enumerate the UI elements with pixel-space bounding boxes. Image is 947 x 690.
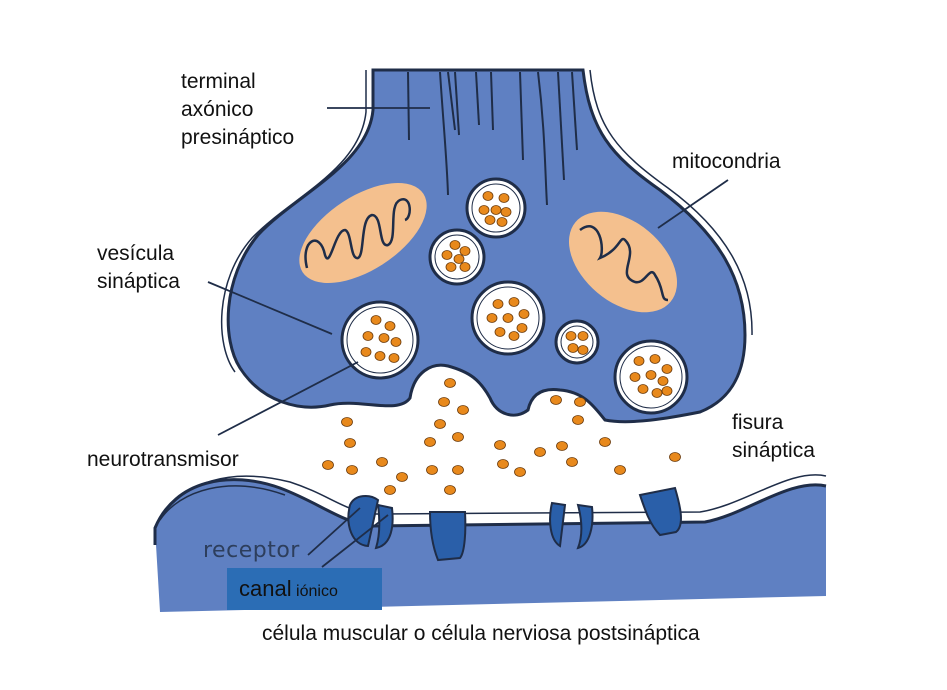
label-line: vesícula bbox=[97, 242, 175, 265]
synaptic-vesicle bbox=[465, 177, 527, 239]
synaptic-vesicle bbox=[340, 300, 420, 380]
label-line: axónico bbox=[181, 98, 254, 121]
neurotransmitter-molecule bbox=[374, 351, 386, 361]
neurotransmitter-molecule bbox=[492, 299, 504, 309]
neurotransmitter-molecule bbox=[441, 250, 453, 260]
label-line: presináptico bbox=[181, 126, 295, 149]
neurotransmitter-molecule bbox=[478, 205, 490, 215]
neurotransmitter-molecule bbox=[518, 309, 530, 319]
neurotransmitter-molecule bbox=[322, 460, 334, 470]
label-line: terminal bbox=[181, 70, 256, 93]
label-word: canal bbox=[239, 576, 292, 601]
neurotransmitter-molecule bbox=[494, 327, 506, 337]
neurotransmitter-molecule bbox=[390, 337, 402, 347]
leader-lines bbox=[207, 107, 729, 568]
neurotransmitter-molecule bbox=[444, 378, 456, 388]
neurotransmitter-molecule bbox=[565, 331, 577, 341]
neurotransmitter-molecule bbox=[657, 376, 669, 386]
label-postsynaptic-cell: célula muscular o célula nerviosa postsi… bbox=[262, 622, 700, 645]
neurotransmitter-molecule bbox=[508, 331, 520, 341]
neurotransmitter-molecule bbox=[651, 388, 663, 398]
neurotransmitter-molecule bbox=[370, 315, 382, 325]
label-line: fisura bbox=[732, 411, 784, 434]
neurotransmitter-molecule bbox=[346, 465, 358, 475]
neurotransmitter-molecule bbox=[614, 465, 626, 475]
neurotransmitter-molecule bbox=[514, 467, 526, 477]
neurotransmitter-molecule bbox=[459, 246, 471, 256]
neurotransmitter-molecule bbox=[424, 437, 436, 447]
neurotransmitter-molecule bbox=[482, 191, 494, 201]
label-synaptic-cleft: fisura sináptica bbox=[732, 409, 815, 465]
neurotransmitter-molecule bbox=[490, 205, 502, 215]
neurotransmitter-molecule bbox=[449, 240, 461, 250]
neurotransmitter-molecule bbox=[486, 313, 498, 323]
neurotransmitter-molecule bbox=[452, 432, 464, 442]
neurotransmitter-molecule bbox=[534, 447, 546, 457]
neurotransmitter-molecule bbox=[434, 419, 446, 429]
neurotransmitter-molecule bbox=[494, 440, 506, 450]
label-neurotransmitter: neurotransmisor bbox=[87, 448, 239, 471]
label-synaptic-vesicle: vesícula sináptica bbox=[97, 240, 180, 296]
neurotransmitter-molecule bbox=[341, 417, 353, 427]
neurotransmitter-molecule bbox=[444, 485, 456, 495]
neurotransmitter-molecule bbox=[457, 405, 469, 415]
neurotransmitter-molecule bbox=[572, 415, 584, 425]
label-word: iónico bbox=[296, 583, 338, 600]
synaptic-vesicle bbox=[554, 319, 600, 365]
neurotransmitter-molecule bbox=[566, 457, 578, 467]
neurotransmitter-molecule bbox=[637, 384, 649, 394]
neurotransmitter-molecule bbox=[388, 353, 400, 363]
neurotransmitter-molecule bbox=[438, 397, 450, 407]
synaptic-vesicle bbox=[470, 280, 546, 356]
neurotransmitter-molecule bbox=[500, 207, 512, 217]
neurotransmitter-molecule bbox=[396, 472, 408, 482]
neurotransmitter-molecule bbox=[453, 254, 465, 264]
neurotransmitter-molecule bbox=[567, 343, 579, 353]
label-presynaptic-terminal: terminal axónico presináptico bbox=[181, 68, 294, 152]
neurotransmitter-molecule bbox=[344, 438, 356, 448]
neurotransmitter-molecule bbox=[556, 441, 568, 451]
label-mitochondria: mitocondria bbox=[672, 150, 781, 173]
neurotransmitter-molecule bbox=[498, 193, 510, 203]
label-receptor: receptor bbox=[203, 538, 300, 563]
neurotransmitter-molecule bbox=[376, 457, 388, 467]
neurotransmitter-molecule bbox=[497, 459, 509, 469]
neurotransmitter-molecule bbox=[362, 331, 374, 341]
neurotransmitter-molecule bbox=[516, 323, 528, 333]
label-line: sináptica bbox=[732, 439, 815, 462]
neurotransmitter-molecule bbox=[661, 364, 673, 374]
neurotransmitter-molecule bbox=[496, 217, 508, 227]
synaptic-vesicle bbox=[613, 339, 689, 415]
neurotransmitter-molecule bbox=[384, 321, 396, 331]
neurotransmitter-molecule bbox=[649, 354, 661, 364]
receptors bbox=[347, 486, 682, 562]
neurotransmitter-molecule bbox=[384, 485, 396, 495]
neurotransmitter-molecule bbox=[577, 345, 589, 355]
mitochondrion-right bbox=[568, 211, 678, 313]
neurotransmitter-molecule bbox=[484, 215, 496, 225]
neurotransmitter-molecule bbox=[633, 356, 645, 366]
neurotransmitter-molecule bbox=[661, 386, 673, 396]
neurotransmitter-molecule bbox=[550, 395, 562, 405]
neurotransmitter-molecule bbox=[599, 437, 611, 447]
neurotransmitter-molecule bbox=[645, 370, 657, 380]
neurotransmitter-molecule bbox=[629, 372, 641, 382]
neurotransmitter-molecule bbox=[574, 397, 586, 407]
neurotransmitter-molecule bbox=[459, 262, 471, 272]
neurotransmitter-molecule bbox=[502, 313, 514, 323]
mitochondrion-left bbox=[299, 182, 427, 284]
neurotransmitter-molecule bbox=[577, 331, 589, 341]
neurotransmitter-molecule bbox=[508, 297, 520, 307]
neurotransmitter-molecule bbox=[360, 347, 372, 357]
neurotransmitter-molecule bbox=[452, 465, 464, 475]
neurotransmitter-molecule bbox=[378, 333, 390, 343]
neurotransmitter-molecule bbox=[669, 452, 681, 462]
neurotransmitter-molecule bbox=[426, 465, 438, 475]
synaptic-vesicle bbox=[428, 228, 486, 286]
neurotransmitter-molecule bbox=[445, 262, 457, 272]
cytoskeleton-fibers bbox=[407, 71, 578, 206]
label-ion-channel: canal iónico bbox=[227, 568, 382, 610]
label-line: sináptica bbox=[97, 270, 180, 293]
